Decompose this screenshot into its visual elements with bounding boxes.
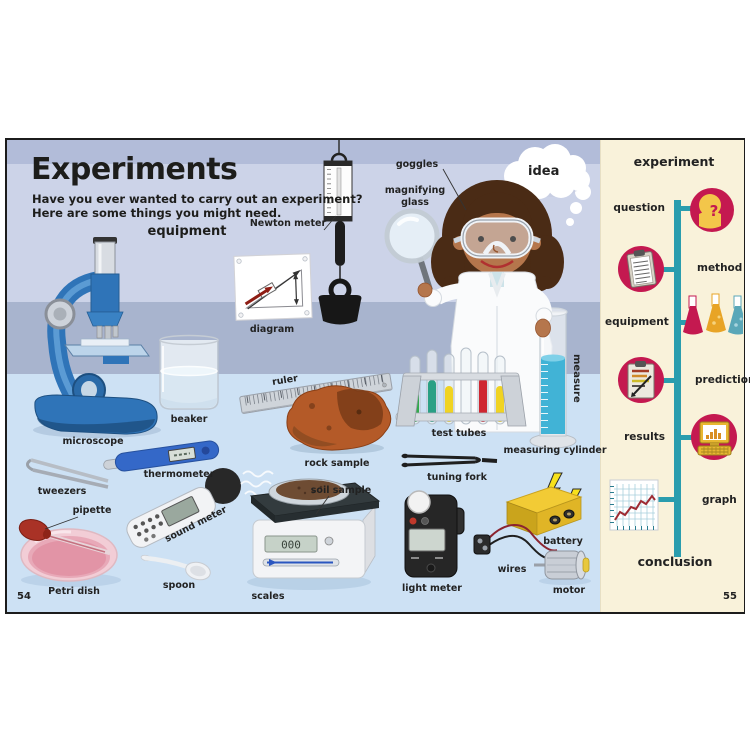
rock-sample-illustration [286, 385, 392, 454]
label-scales: scales [251, 591, 285, 602]
battery-illustration [505, 472, 583, 536]
label-newton-meter: Newton meter [249, 218, 327, 229]
magnifying-glass-illustration [384, 208, 440, 291]
clipboard-icon [618, 246, 664, 292]
sound-meter-illustration [126, 468, 241, 548]
sidebar-step-results: results [624, 431, 665, 443]
sidebar-step-question: question [613, 202, 665, 214]
label-measuring-cylinder: measuring cylinder [503, 445, 607, 456]
prediction-clipboard-icon [618, 357, 664, 403]
tweezers-illustration [26, 458, 109, 489]
label-battery: battery [543, 536, 583, 547]
page-title: Experiments [31, 152, 238, 187]
spoon-illustration [140, 554, 211, 581]
label-soil-sample: soil sample [310, 485, 372, 496]
label-diagram: diagram [249, 324, 295, 335]
label-idea: idea [528, 164, 560, 179]
label-test-tubes: test tubes [431, 428, 487, 439]
sidebar-step-equipment: equipment [605, 316, 669, 328]
sidebar-title: experiment [633, 154, 715, 169]
flasks-icon [683, 293, 743, 335]
label-microscope: microscope [62, 436, 124, 447]
label-pointer-lines [44, 168, 467, 530]
label-pipette: pipette [72, 505, 112, 516]
label-thermometer: thermometer [143, 469, 215, 480]
newton-meter-illustration [318, 140, 362, 325]
label-magnifying-glass: magnifying glass [384, 185, 446, 208]
light-meter-illustration [404, 490, 465, 578]
test-tubes-illustration [395, 347, 527, 427]
label-goggles: goggles [395, 159, 439, 170]
label-beaker: beaker [170, 414, 208, 425]
label-motor: motor [552, 585, 586, 596]
intro-text-line2: Here are some things you might need. [32, 206, 282, 220]
label-petri-dish: Petri dish [48, 586, 100, 597]
microscope-illustration [33, 237, 161, 438]
illustration-layer: 000 [18, 140, 743, 590]
label-tuning-fork: tuning fork [427, 472, 487, 483]
thought-bubble [504, 144, 591, 226]
sidebar-step-graph: graph [702, 494, 737, 506]
sound-wave-squiggles [240, 470, 274, 498]
motor-illustration [534, 550, 591, 585]
question-head-icon: ? [690, 188, 734, 232]
tuning-fork-illustration [401, 453, 498, 468]
scales-display-value: 000 [281, 539, 301, 552]
svg-text:?: ? [710, 202, 719, 220]
book-spread: 000 [5, 138, 750, 614]
label-tweezers: tweezers [37, 486, 87, 497]
sidebar-step-method: method [697, 262, 743, 274]
line-graph-icon [609, 479, 659, 531]
label-measure: measure [571, 354, 582, 403]
scales-illustration: 000 [247, 478, 381, 590]
beaker-illustration [159, 334, 219, 410]
computer-chart-icon [691, 414, 737, 460]
page-number-right: 55 [723, 591, 737, 602]
label-rock-sample: rock sample [304, 458, 370, 469]
sidebar-step-prediction: prediction [695, 374, 750, 386]
thermometer-illustration [103, 440, 220, 472]
girl-right-arm [526, 285, 553, 338]
intro-text-line1: Have you ever wanted to carry out an exp… [32, 192, 363, 206]
pipette-illustration [18, 519, 111, 556]
diagram-card-illustration [233, 253, 313, 321]
page-number-left: 54 [17, 591, 31, 602]
sidebar-conclusion: conclusion [637, 554, 713, 569]
girl-scientist-illustration [417, 180, 564, 433]
section-label-equipment: equipment [147, 224, 227, 239]
label-light-meter: light meter [402, 583, 462, 594]
label-wires: wires [497, 564, 527, 575]
label-spoon: spoon [162, 580, 196, 591]
